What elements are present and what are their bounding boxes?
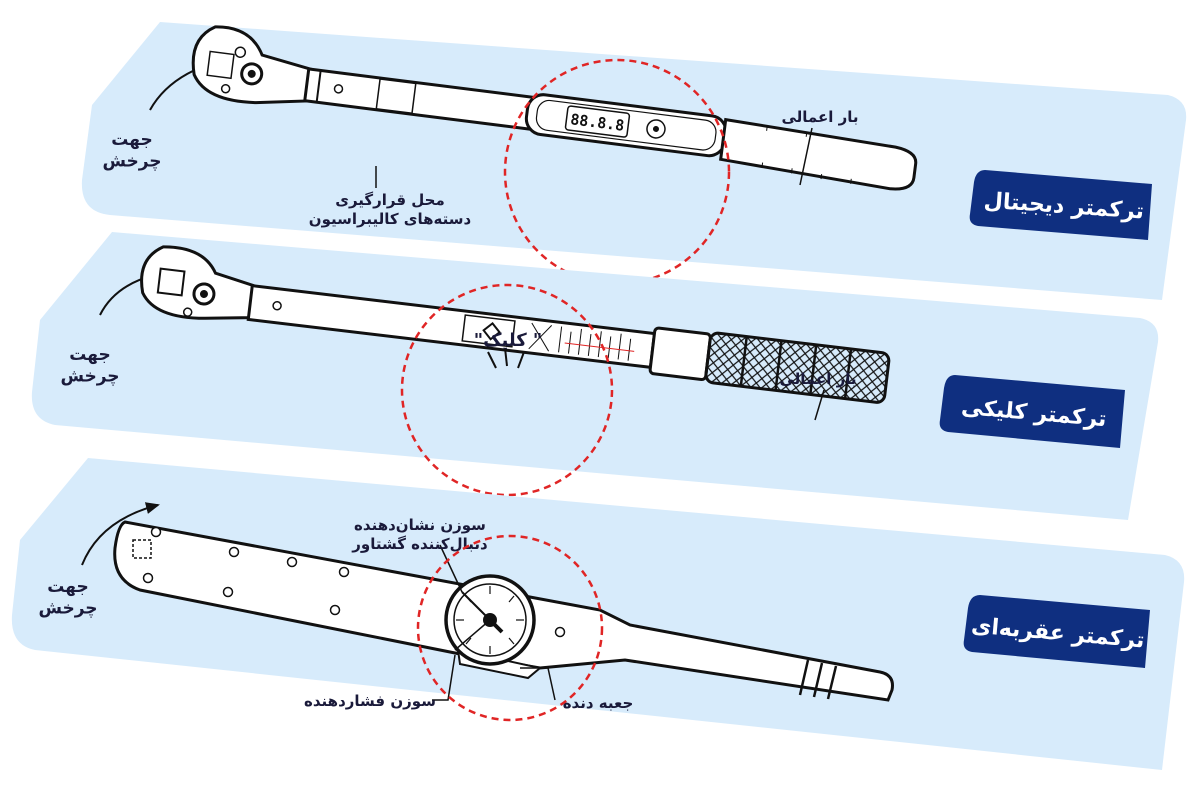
square-drive	[156, 267, 186, 297]
knurled-grip	[704, 331, 891, 404]
digital-wrench: 88.8.8	[191, 25, 918, 191]
dial-wrench	[113, 520, 894, 702]
rotation-arrow	[81, 502, 160, 566]
wrench-head	[140, 245, 256, 320]
dial-scale	[456, 586, 524, 654]
panel-title-tab: ترکمتر عقربه‌ای	[963, 595, 1150, 668]
square-drive	[132, 539, 152, 559]
display-highlight-circle	[503, 58, 731, 286]
lcd-screen	[564, 105, 631, 138]
click-indicator-icon	[482, 321, 501, 341]
click-wrench	[140, 245, 891, 404]
pressure-needle-label: سوزن فشاردهنده	[304, 692, 436, 710]
panel-title-tab: ترکمتر کلیکی	[939, 375, 1125, 448]
dial-highlight-circle	[416, 534, 604, 722]
grip-collar	[648, 326, 712, 381]
square-drive	[206, 50, 235, 80]
applied-load-label: بار اعمالی	[781, 108, 858, 126]
click-label: " کلیک"	[474, 330, 543, 351]
applied-load-label: بار اعمالی	[779, 370, 856, 388]
wrench-handle	[719, 117, 918, 191]
click-highlight-circle	[400, 283, 614, 497]
panel-title-tab: ترکمتر دیجیتال	[969, 170, 1152, 240]
click-burst	[487, 347, 525, 369]
beam-holes	[142, 526, 566, 638]
head-screw	[234, 46, 247, 59]
calibration-slot	[375, 78, 417, 115]
torque-scale	[528, 322, 632, 361]
gear-box-label: جعبه دنده	[563, 694, 634, 712]
pressure-needle	[454, 619, 491, 651]
